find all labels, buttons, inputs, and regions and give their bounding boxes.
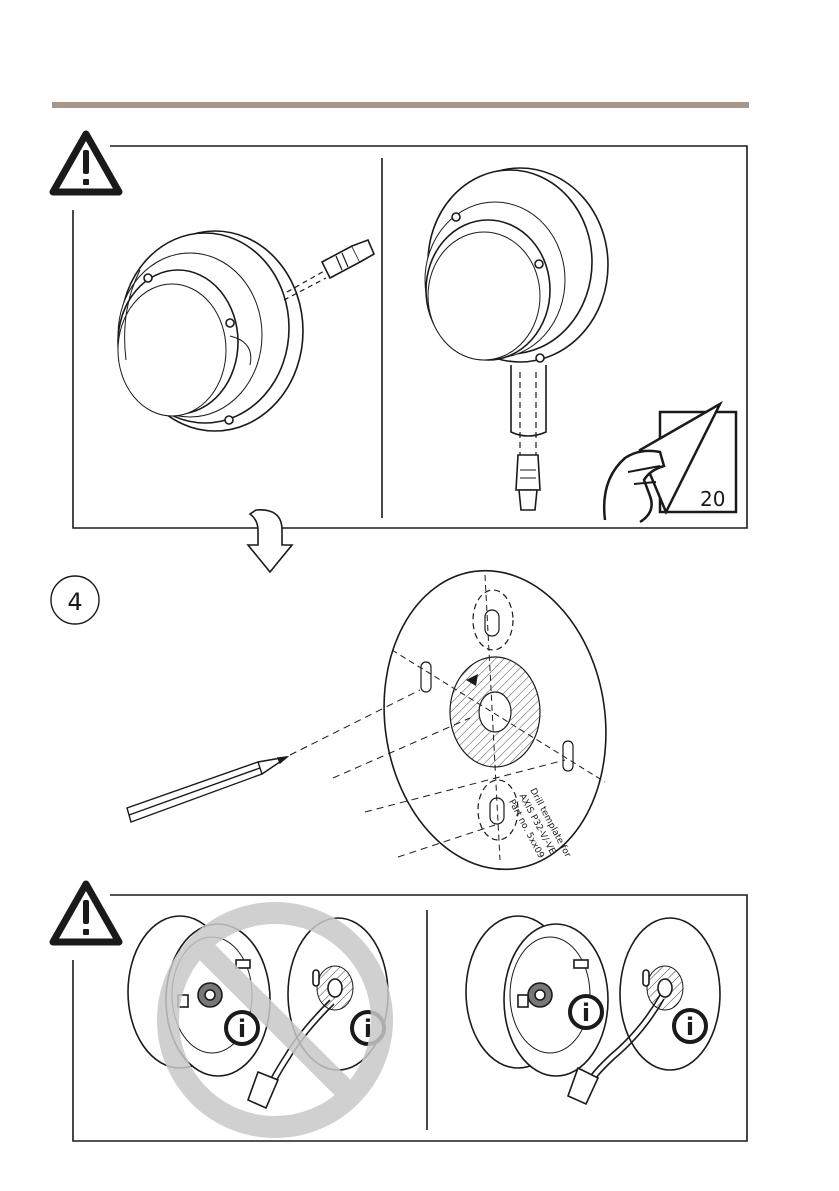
info-marker-text: i [582,999,590,1027]
step-number: 4 [67,588,82,616]
info-marker-text: i [238,1015,246,1043]
header-rule [52,102,749,108]
info-marker-text: i [686,1013,694,1041]
warning-triangle-icon-bottom [53,884,119,942]
cable-gland-right [511,365,546,510]
pencil-icon [127,757,287,822]
network-cable-left [284,240,374,300]
drill-template [365,556,625,884]
warning-triangle-icon [53,134,119,192]
camera-dome-right [425,168,608,362]
peel-sticker-number: 20 [700,487,725,511]
down-arrow-icon [248,510,292,572]
camera-dome-left [118,231,303,431]
template-correct [620,918,720,1070]
